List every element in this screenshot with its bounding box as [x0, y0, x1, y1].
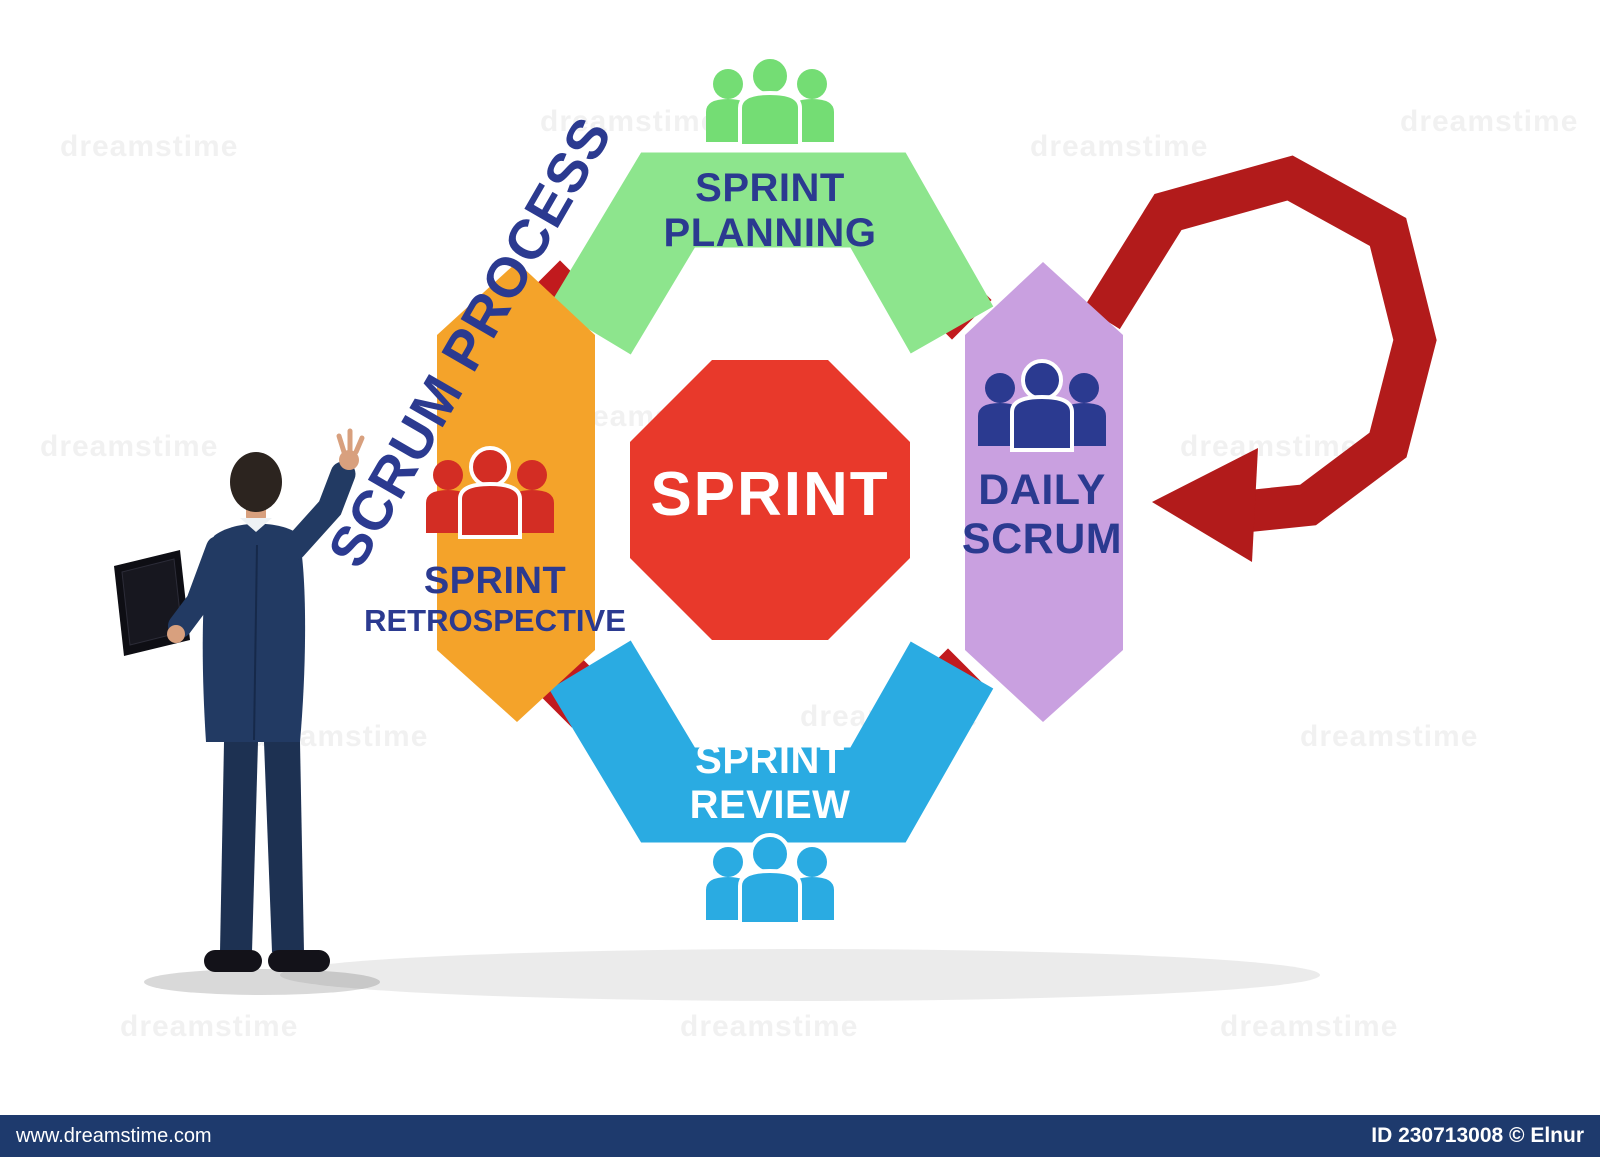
right-shoe [268, 950, 330, 972]
label-sprint-planning-line2: PLANNING [663, 211, 877, 256]
label-sprint-center: SPRINT [650, 460, 890, 529]
label-sprint-review-line1: SPRINT [695, 738, 845, 782]
right-leg [264, 742, 304, 952]
left-hand [167, 625, 185, 643]
label-sprint-retrospective-line2: RETROSPECTIVE [364, 602, 626, 638]
label-sprint-planning-line1: SPRINT [695, 166, 845, 210]
sprint-review-arrow [549, 640, 994, 843]
jacket-seam [253, 544, 258, 741]
label-sprint-retrospective: SPRINT RETROSPECTIVE [320, 560, 670, 638]
suit-jacket [202, 523, 306, 742]
businessman-figure [114, 428, 365, 972]
footer-bar: www.dreamstime.com ID 230713008 © Elnur [0, 1115, 1600, 1157]
right-hand [339, 450, 359, 470]
floor-shadow [280, 949, 1320, 1001]
label-daily-scrum-line1: DAILY [978, 466, 1106, 514]
label-sprint-retrospective-line1: SPRINT [423, 560, 567, 602]
head [230, 452, 282, 512]
loop-arrow [1084, 155, 1437, 533]
fingers [336, 428, 365, 455]
label-sprint-review: SPRINT REVIEW [600, 738, 940, 828]
label-sprint-planning: SPRINT PLANNING [600, 166, 940, 256]
left-arm [168, 536, 230, 638]
sprint-octagon [630, 360, 910, 640]
team-planning-icon [704, 55, 836, 148]
team-review-icon [704, 833, 836, 926]
label-sprint-review-line2: REVIEW [689, 783, 851, 828]
loop-arrowhead-icon [1152, 448, 1258, 562]
footer-credit: ID 230713008 © Elnur [1371, 1124, 1584, 1147]
sprint-planning-arrow [549, 152, 994, 355]
shirt-collar [240, 518, 272, 532]
right-arm [281, 461, 356, 561]
label-daily-scrum-line2: SCRUM [961, 514, 1123, 563]
footer-site-url: www.dreamstime.com [16, 1124, 212, 1147]
left-leg [220, 742, 258, 952]
businessman-shadow [144, 969, 380, 995]
team-daily-scrum-icon [976, 359, 1108, 452]
left-shoe [204, 950, 262, 972]
label-daily-scrum: DAILY SCRUM [942, 466, 1142, 563]
